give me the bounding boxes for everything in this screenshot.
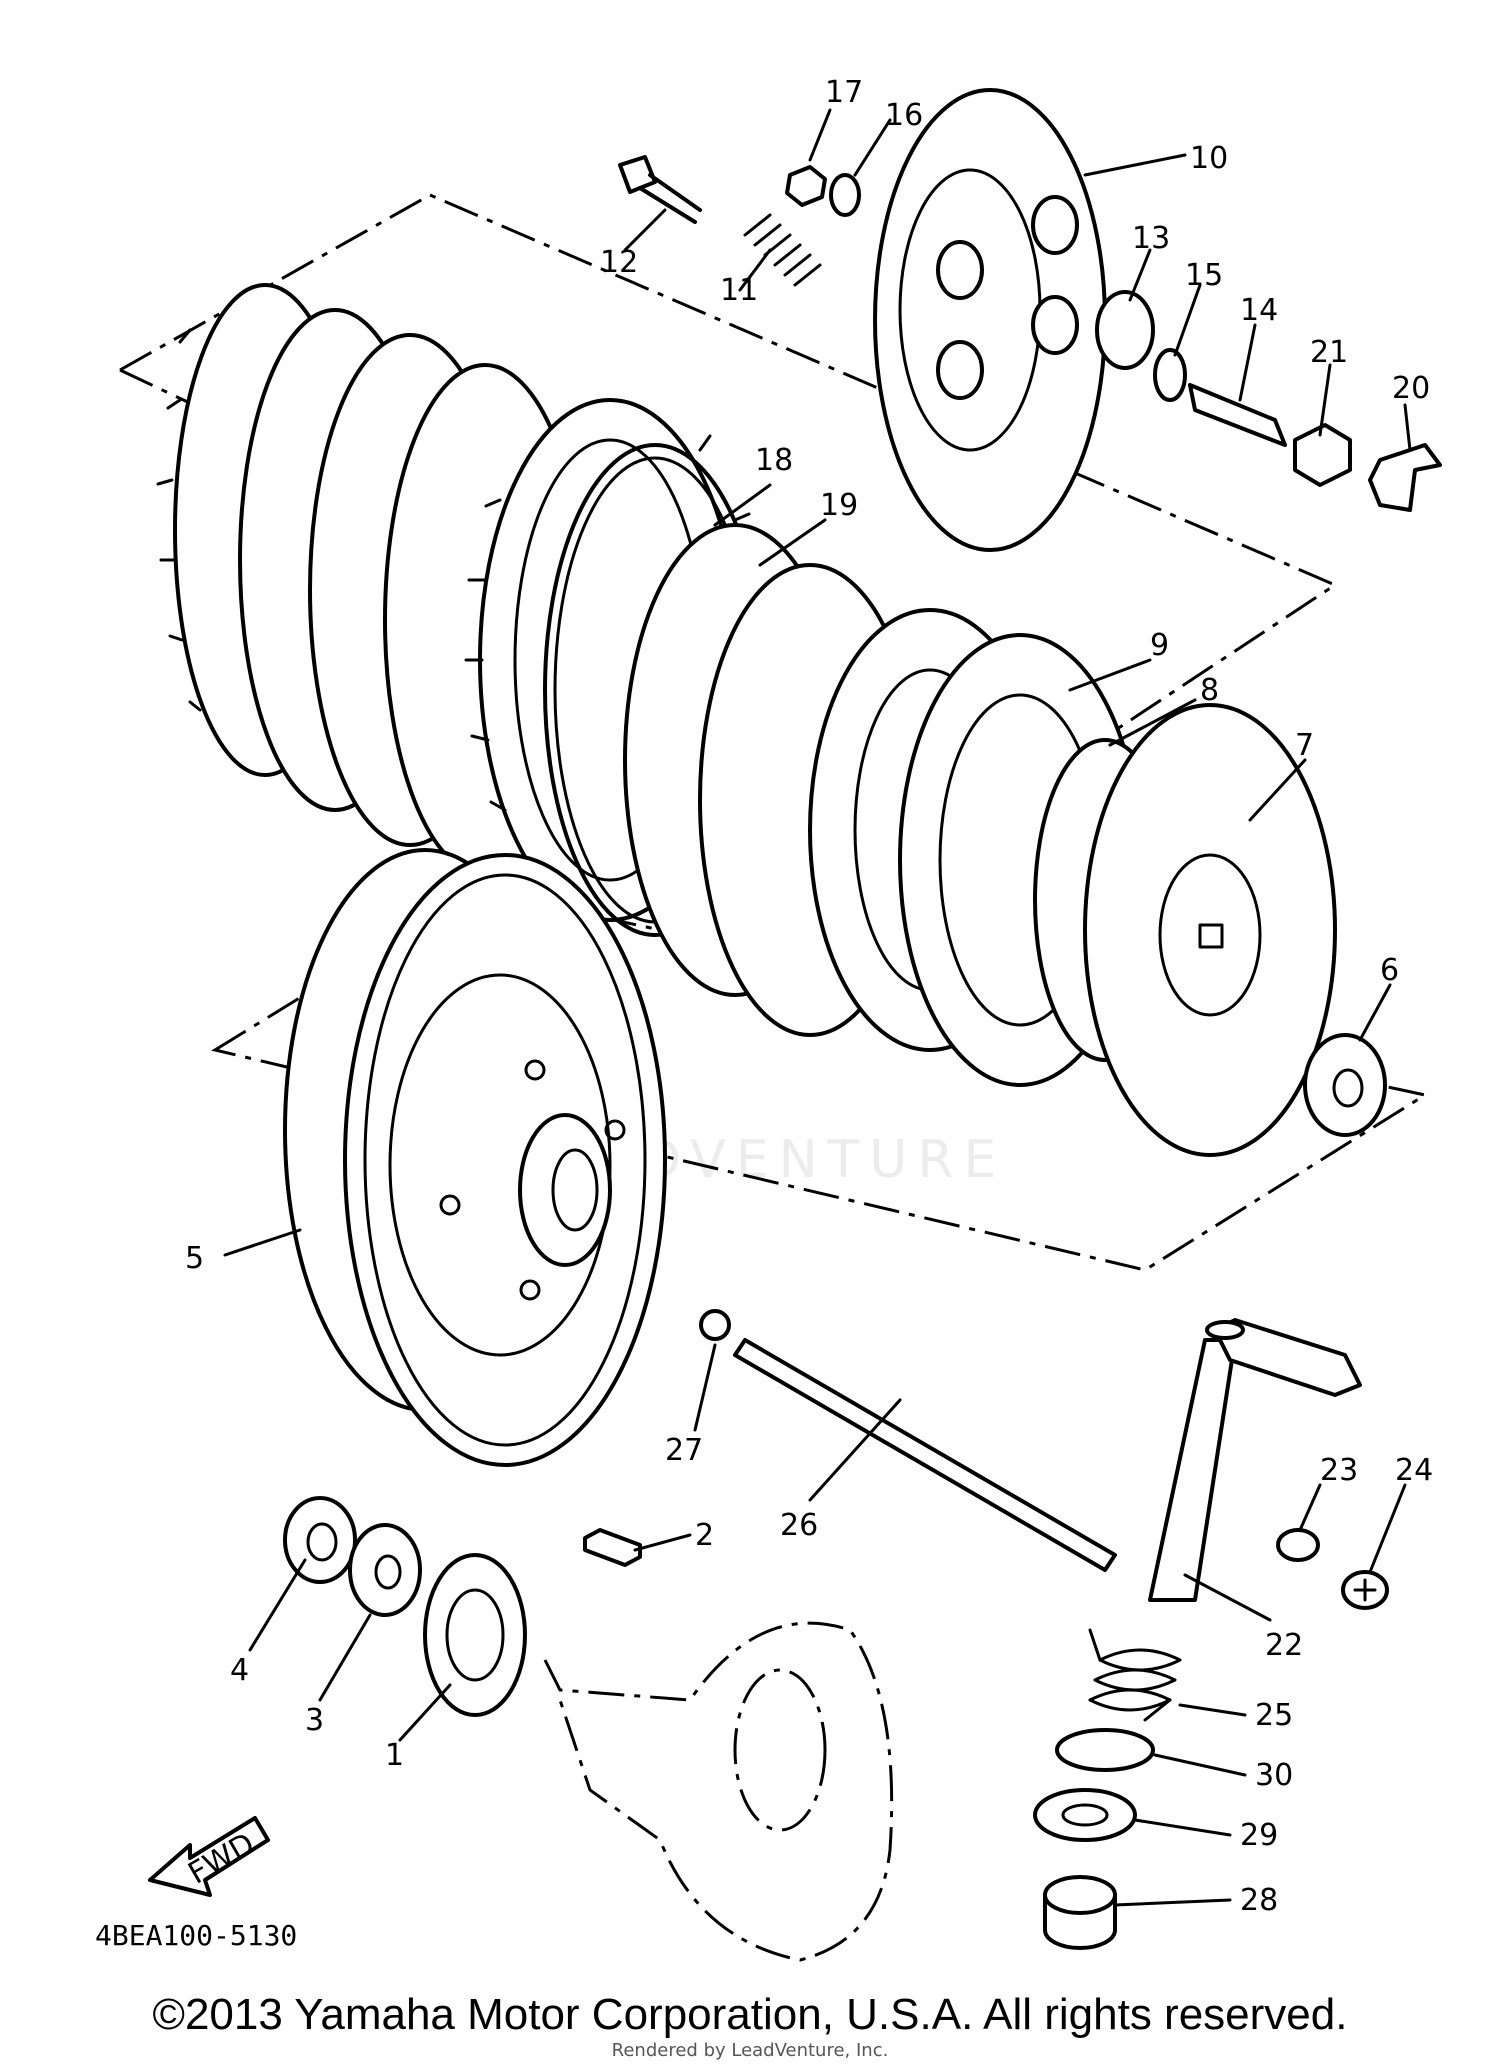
- part-21-nut: [1293, 423, 1352, 487]
- part-15-oring: [1153, 348, 1187, 402]
- part-11-spring: [743, 213, 822, 287]
- callout-30: 30: [1255, 1758, 1293, 1793]
- callout-5: 5: [185, 1241, 204, 1276]
- part-20-lock-washer: [1368, 443, 1442, 512]
- callout-3: 3: [305, 1703, 324, 1738]
- callout-11: 11: [720, 273, 758, 308]
- callout-6: 6: [1380, 953, 1399, 988]
- callout-17: 17: [825, 75, 863, 110]
- callout-25: 25: [1255, 1698, 1293, 1733]
- diagram-code: 4BEA100-5130: [95, 1919, 297, 1952]
- callout-24: 24: [1395, 1453, 1433, 1488]
- part-25-spring: [1088, 1628, 1182, 1722]
- callout-7: 7: [1295, 728, 1314, 763]
- part-16-washer: [829, 173, 861, 217]
- rendered-by-note: Rendered by LeadVenture, Inc.: [611, 2040, 889, 2061]
- part-10-pressure-plate: [873, 88, 1107, 552]
- part-14-push-rod: [1188, 383, 1287, 447]
- part-26-push-rod-long: [733, 1338, 1117, 1572]
- callout-20: 20: [1392, 371, 1430, 406]
- fwd-arrow-icon: FWD: [148, 1816, 270, 1897]
- callout-23: 23: [1320, 1453, 1358, 1488]
- callout-16: 16: [885, 98, 923, 133]
- callout-14: 14: [1240, 293, 1278, 328]
- leader-lines: [223, 108, 1412, 1907]
- callout-27: 27: [665, 1433, 703, 1468]
- part-27-ball: [699, 1309, 731, 1341]
- callout-10: 10: [1190, 141, 1228, 176]
- part-12-bolt: [618, 155, 702, 224]
- callout-19: 19: [820, 488, 858, 523]
- part-4-nut: [283, 1496, 357, 1584]
- part-30-circlip: [1055, 1728, 1155, 1772]
- callout-21: 21: [1310, 335, 1348, 370]
- callout-9: 9: [1150, 628, 1169, 663]
- callout-26: 26: [780, 1508, 818, 1543]
- callout-8: 8: [1200, 673, 1219, 708]
- callout-18: 18: [755, 443, 793, 478]
- part-24-screw: [1341, 1570, 1389, 1610]
- part-28-bearing: [1043, 1875, 1117, 1950]
- callout-15: 15: [1185, 258, 1223, 293]
- callout-29: 29: [1240, 1818, 1278, 1853]
- part-23-washer: [1276, 1528, 1320, 1562]
- part-5-primary-driven-gear: [283, 848, 667, 1467]
- callout-28: 28: [1240, 1883, 1278, 1918]
- callout-2: 2: [695, 1518, 714, 1553]
- crankshaft-outline: [543, 1621, 894, 1962]
- copyright-notice: ©2013 Yamaha Motor Corporation, U.S.A. A…: [152, 1990, 1348, 2039]
- part-1-primary-drive-gear: [423, 1553, 527, 1717]
- part-6-washer: [1303, 1033, 1387, 1137]
- part-17-nut: [785, 165, 827, 207]
- callout-1: 1: [385, 1738, 404, 1773]
- part-2-key: [583, 1528, 642, 1567]
- callout-4: 4: [230, 1653, 249, 1688]
- part-22-push-lever-shaft: [1148, 1318, 1362, 1602]
- callout-numbers: 17 16 10 12 11 13 15 14 21 20 18 19 9 8 …: [185, 75, 1433, 1918]
- callout-13: 13: [1132, 221, 1170, 256]
- callout-12: 12: [600, 245, 638, 280]
- part-29-oil-seal: [1033, 1788, 1137, 1842]
- callout-22: 22: [1265, 1628, 1303, 1663]
- part-7-clutch-boss: [1033, 703, 1337, 1157]
- part-3-lock-washer: [348, 1523, 422, 1617]
- part-13-washer: [1095, 290, 1155, 370]
